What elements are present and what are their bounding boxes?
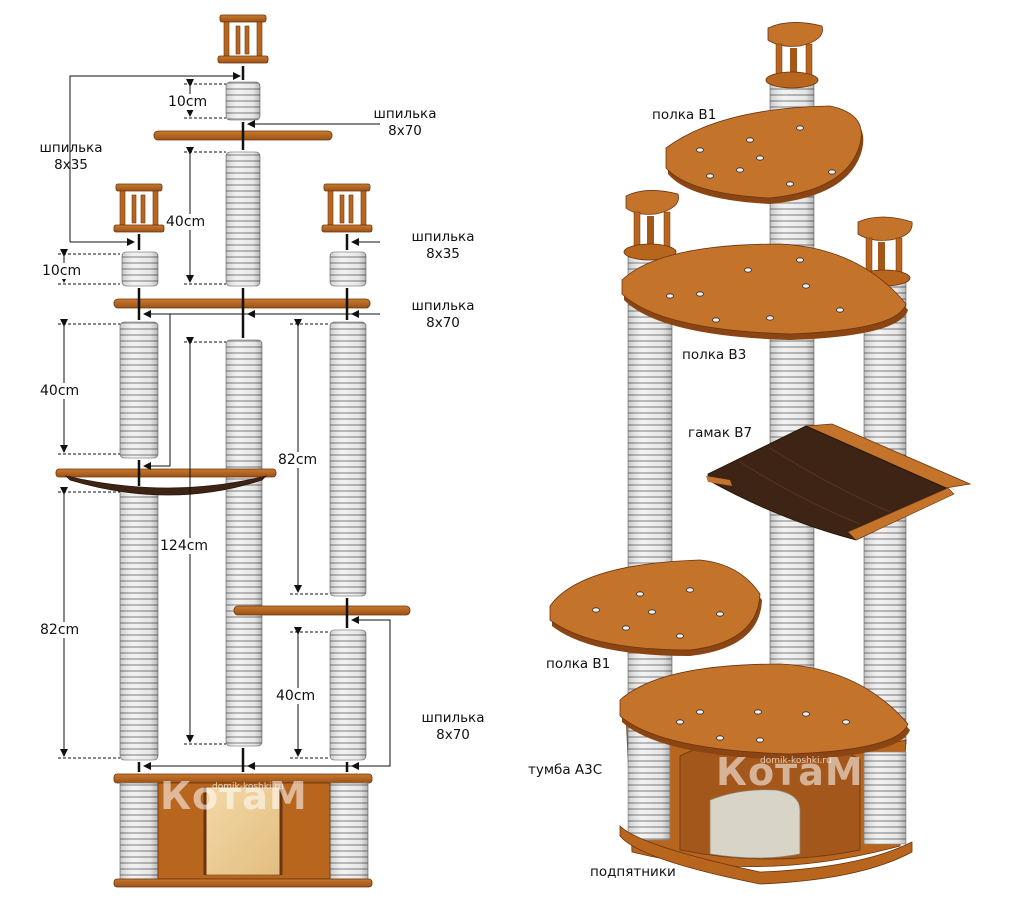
screw-head [696, 291, 704, 297]
screw-head [696, 147, 704, 153]
pin-label-left: шпилька 8x35 [26, 140, 116, 174]
pin-markers [137, 66, 349, 772]
label-shelf-b1-top: полка В1 [652, 107, 717, 123]
screw-head [828, 169, 836, 175]
screw-head [802, 283, 810, 289]
pin-label-mid: шпилька 8x70 [398, 298, 488, 332]
screw-head [796, 257, 804, 263]
screw-head [716, 611, 724, 617]
dim-top-10: 10cm [168, 94, 208, 110]
screw-head [802, 711, 810, 717]
hammock-side [55, 468, 277, 496]
watermark-left-site: domik-koshki.ru [212, 782, 284, 792]
dimension-arrows [58, 79, 330, 759]
perspective-view [549, 22, 972, 885]
screw-head [676, 719, 684, 725]
screw-head [744, 267, 752, 273]
screw-head [842, 719, 850, 725]
top-lookout-right [321, 183, 373, 233]
screw-head [666, 293, 674, 299]
screw-head [836, 307, 844, 313]
screw-head [592, 607, 600, 613]
top-lookout-left [113, 183, 165, 233]
label-cabinet: тумба А3С [528, 762, 603, 778]
cabinet-side [113, 773, 373, 888]
screw-head [736, 167, 744, 173]
screw-head [706, 173, 714, 179]
watermark-right-site: domik-koshki.ru [760, 756, 832, 766]
pin-label-top-line2: 8x70 [388, 123, 422, 139]
screw-head [786, 181, 794, 187]
pin-label-right-small: шпилька 8x35 [398, 229, 488, 263]
screw-heads [592, 125, 850, 743]
rope-posts [119, 81, 367, 761]
exploded-view [55, 14, 411, 888]
pin-label-bottom-line2: 8x70 [436, 727, 470, 743]
screw-head [696, 709, 704, 715]
top-lookout-center [217, 14, 269, 64]
screw-head [622, 625, 630, 631]
label-feet: подпятники [590, 864, 676, 880]
pin-label-top-line1: шпилька [373, 106, 437, 122]
screw-head [686, 587, 694, 593]
screw-head [754, 709, 762, 715]
label-shelf-b3: полка В3 [682, 347, 747, 363]
watermark-right: КотаМ [716, 750, 864, 794]
pin-label-right-small-line1: шпилька [411, 229, 475, 245]
dim-left-10: 10cm [42, 263, 82, 279]
dim-top-40: 40cm [166, 214, 206, 230]
screw-head [648, 609, 656, 615]
shelf-b1-top-3d [665, 105, 864, 204]
screw-head [746, 137, 754, 143]
shelf-b3-3d [621, 243, 908, 340]
screw-head [796, 125, 804, 131]
dim-right-40: 40cm [276, 688, 316, 704]
pin-label-mid-line1: шпилька [411, 298, 475, 314]
screw-head [756, 155, 764, 161]
label-shelf-b1-low: полка В1 [546, 656, 611, 672]
screw-head [766, 315, 774, 321]
pin-label-mid-line2: 8x70 [426, 315, 460, 331]
pin-label-bottom: шпилька 8x70 [408, 710, 498, 744]
pin-label-right-small-line2: 8x35 [426, 246, 460, 262]
dim-left-82: 82cm [40, 622, 80, 638]
pin-label-left-line1: шпилька [39, 140, 103, 156]
hammock-b7-3d [706, 423, 972, 541]
screw-head [716, 735, 724, 741]
leader-lines [69, 72, 391, 770]
screw-head [756, 737, 764, 743]
watermark-left: КотаМ [160, 774, 308, 818]
screw-head [712, 317, 720, 323]
screw-head [636, 591, 644, 597]
pin-label-top: шпилька 8x70 [360, 106, 450, 140]
label-hammock-b7: гамак В7 [688, 425, 753, 441]
pin-label-bottom-line1: шпилька [421, 710, 485, 726]
dim-right-82: 82cm [278, 452, 318, 468]
dim-left-40: 40cm [40, 383, 80, 399]
cabinet-3d [619, 663, 913, 885]
shelf-b1-low-3d [549, 559, 762, 656]
dim-center-124: 124cm [160, 538, 209, 554]
screw-head [676, 633, 684, 639]
pin-label-left-line2: 8x35 [54, 157, 88, 173]
